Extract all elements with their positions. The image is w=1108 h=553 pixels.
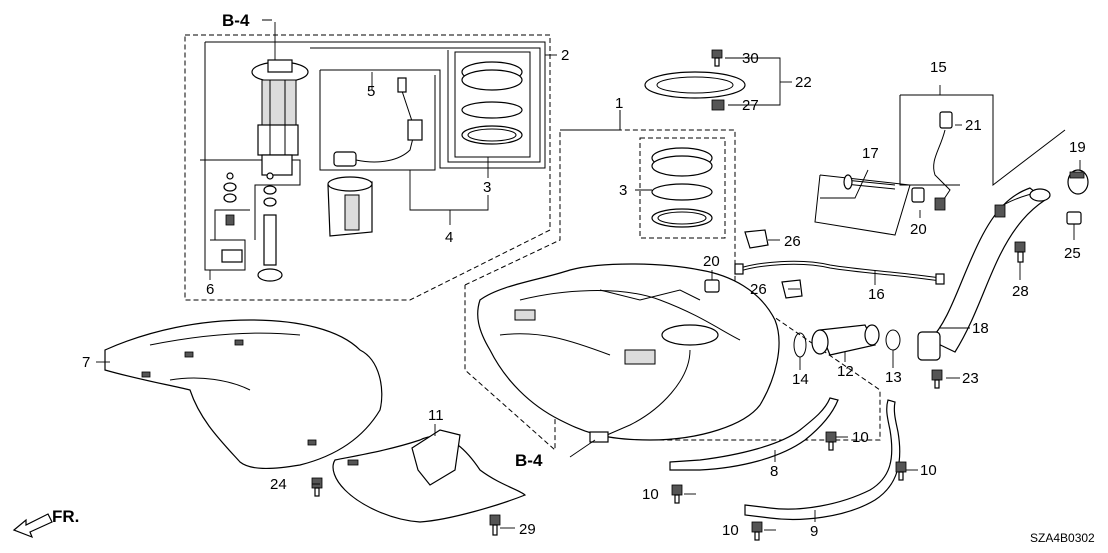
heat-shield-7 — [104, 319, 383, 469]
label-26-lower: 26 — [750, 281, 767, 298]
bolt-10-a — [825, 431, 837, 451]
label-17: 17 — [862, 145, 879, 162]
breather-tube — [734, 260, 945, 285]
label-27: 27 — [742, 97, 759, 114]
label-14: 14 — [792, 371, 809, 388]
bolt-17 — [843, 174, 896, 190]
seal-rings-upper — [461, 61, 523, 145]
label-15: 15 — [930, 59, 947, 76]
label-25: 25 — [1064, 245, 1081, 262]
label-20-lower: 20 — [703, 253, 720, 270]
bolt-28 — [1014, 241, 1026, 263]
fuel-cap-19 — [1067, 169, 1089, 195]
bolt-30 — [711, 49, 723, 67]
seal-rings-tank — [651, 147, 713, 228]
label-5: 5 — [367, 83, 375, 100]
tank-band-8 — [669, 397, 839, 471]
diagram-code: SZA4B0302 — [1030, 531, 1095, 545]
label-20-upper: 20 — [910, 221, 927, 238]
bolt-23 — [931, 369, 943, 389]
bolt-29 — [489, 514, 501, 536]
label-18: 18 — [972, 320, 989, 337]
ref-b4-top: B-4 — [222, 11, 250, 30]
bolt-24 — [311, 477, 323, 497]
nut-27 — [711, 99, 725, 111]
bolt-10-d — [751, 521, 763, 541]
tank-cover-22 — [644, 71, 746, 99]
label-12: 12 — [837, 363, 854, 380]
clamp-14 — [793, 332, 807, 358]
label-10-a: 10 — [852, 429, 869, 446]
fuel-pump-module — [251, 59, 309, 176]
label-16: 16 — [868, 286, 885, 303]
label-10-c: 10 — [642, 486, 659, 503]
label-2: 2 — [561, 47, 569, 64]
label-24: 24 — [270, 476, 287, 493]
hose-12 — [811, 324, 880, 356]
bolt-10-b — [895, 461, 907, 481]
filler-pipe — [917, 187, 1051, 361]
label-8: 8 — [770, 463, 778, 480]
hose-20-21 — [911, 111, 953, 211]
label-9: 9 — [810, 523, 818, 540]
label-13: 13 — [885, 369, 902, 386]
clip-20-lower — [704, 279, 720, 293]
label-19: 19 — [1069, 139, 1086, 156]
label-7: 7 — [82, 354, 90, 371]
label-4: 4 — [445, 229, 453, 246]
label-26-upper: 26 — [784, 233, 801, 250]
nut-25 — [1066, 211, 1082, 225]
label-21: 21 — [965, 117, 982, 134]
clamp-13 — [885, 329, 901, 351]
label-6: 6 — [206, 281, 214, 298]
label-28: 28 — [1012, 283, 1029, 300]
bolt-10-c — [671, 484, 683, 504]
label-22: 22 — [795, 74, 812, 91]
label-3-upper: 3 — [483, 179, 491, 196]
label-3-tank: 3 — [619, 182, 627, 199]
clip-26 — [744, 229, 803, 299]
level-sensor-harness — [333, 77, 423, 167]
label-23: 23 — [962, 370, 979, 387]
fuel-filter-housing — [327, 176, 373, 237]
front-direction-label: FR. — [52, 507, 79, 526]
front-direction-arrow: FR. — [12, 507, 79, 539]
ref-b4-bottom: B-4 — [515, 451, 543, 470]
label-30: 30 — [742, 50, 759, 67]
breather-pipe-frame — [814, 94, 1066, 236]
pump-small-parts — [221, 172, 283, 282]
fuel-tank — [477, 263, 780, 443]
label-11: 11 — [428, 407, 444, 424]
tank-band-9 — [744, 399, 901, 520]
label-10-d: 10 — [722, 522, 739, 539]
leader-lines — [96, 22, 1081, 531]
label-1: 1 — [615, 95, 623, 112]
label-29: 29 — [519, 521, 536, 538]
under-cover-11 — [332, 429, 527, 523]
label-10-b: 10 — [920, 462, 937, 479]
